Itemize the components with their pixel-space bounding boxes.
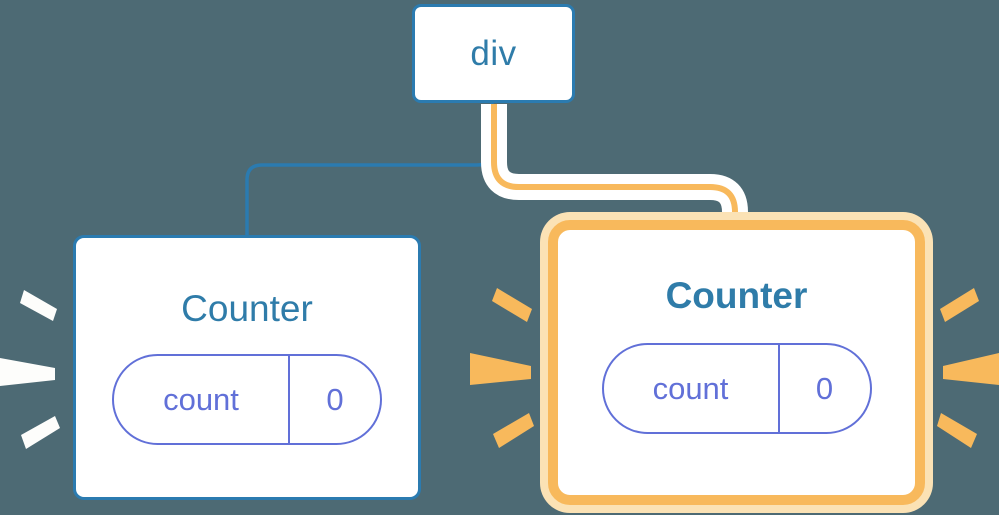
state-pill-counter-left[interactable]: count 0 <box>112 354 382 445</box>
ray-white-upper <box>20 290 57 321</box>
ray-orange-left-lower <box>493 413 534 448</box>
ray-orange-right-upper <box>940 288 979 322</box>
node-div[interactable]: div <box>412 4 575 103</box>
ray-white-middle <box>0 358 55 386</box>
node-counter-left[interactable]: Counter count 0 <box>73 235 421 500</box>
state-key-count: count <box>604 345 780 432</box>
state-pill-counter-right[interactable]: count 0 <box>601 343 872 434</box>
state-key-count: count <box>114 356 290 443</box>
node-counter-right-title: Counter <box>665 275 808 316</box>
connector-div-to-counter-right <box>491 104 738 232</box>
state-value-count: 0 <box>326 382 344 417</box>
ray-orange-left-upper <box>492 288 532 322</box>
node-counter-left-title: Counter <box>181 288 313 329</box>
ray-orange-left-middle <box>470 353 531 385</box>
state-value-count: 0 <box>815 371 834 406</box>
rays-counter-right-left <box>470 288 534 448</box>
ray-white-lower <box>21 416 60 449</box>
node-div-label: div <box>470 34 517 73</box>
rays-counter-left <box>0 290 60 449</box>
ray-orange-right-middle <box>943 353 999 385</box>
rays-counter-right-right <box>937 288 999 448</box>
ray-orange-right-lower <box>937 413 977 448</box>
node-counter-right[interactable]: Counter count 0 <box>548 220 925 505</box>
